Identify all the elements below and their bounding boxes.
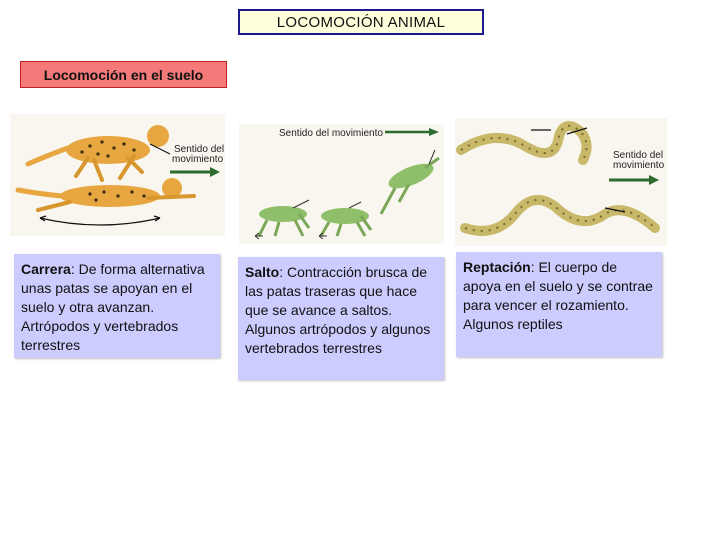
caption-reptacion-term: Reptación [463, 259, 531, 275]
caption-carrera: Carrera: De forma alternativa unas patas… [14, 254, 220, 358]
grasshopper-direction-arrow-icon [385, 128, 439, 136]
grasshopper-resting-1 [254, 199, 311, 240]
snake-illustration: Sentido del movimiento [455, 118, 667, 246]
snake-figure-upper [456, 121, 592, 165]
caption-carrera-text: : De forma alternativa unas patas se apo… [21, 261, 205, 353]
section-subtitle: Locomoción en el suelo [20, 61, 227, 88]
grasshopper-illustration: Sentido del movimiento [239, 124, 444, 244]
slide-title: LOCOMOCIÓN ANIMAL [238, 9, 484, 35]
cheetah-direction-label-1: Sentido del [174, 144, 224, 155]
caption-salto: Salto: Contracción brusca de las patas t… [238, 257, 444, 380]
cheetah-pointer-arrow-icon [149, 143, 171, 155]
caption-salto-term: Salto [245, 264, 280, 280]
snake-figure-lower [460, 195, 660, 236]
grasshopper-jumping [379, 149, 440, 215]
caption-carrera-term: Carrera [21, 261, 71, 277]
cheetah-direction-arrow-icon [170, 167, 220, 177]
snake-direction-arrow-icon [609, 175, 659, 185]
grasshopper-resting-2 [318, 201, 373, 240]
snake-direction-label-2: movimiento [613, 160, 665, 171]
caption-reptacion-text: : El cuerpo de apoya en el suelo y se co… [463, 259, 653, 332]
snake-pressure-arrows-icon [531, 127, 626, 213]
cheetah-figure-lower [15, 178, 196, 226]
cheetah-direction-label-2: movimiento [172, 154, 224, 165]
caption-reptacion: Reptación: El cuerpo de apoya en el suel… [456, 252, 662, 357]
snake-direction-label-1: Sentido del [613, 150, 663, 161]
caption-salto-text: : Contracción brusca de las patas traser… [245, 264, 431, 356]
cheetah-figure-upper [25, 125, 169, 182]
cheetah-illustration: Sentido del movimiento [10, 114, 225, 236]
grasshopper-direction-label: Sentido del movimiento [279, 128, 383, 139]
